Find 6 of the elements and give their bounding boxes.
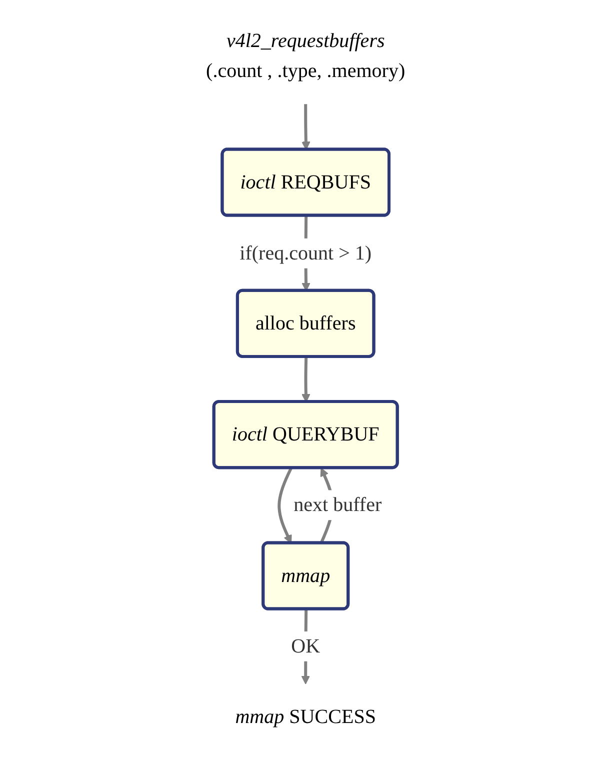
node-text: v4l2_requestbuffers (.count , .type, .memory) — [206, 30, 406, 82]
edge-label: OK — [291, 635, 320, 658]
edge-label: if(req.count > 1) — [240, 242, 372, 264]
arrow — [301, 356, 310, 402]
node-text: mmap SUCCESS — [235, 706, 376, 728]
edge-label: next buffer — [294, 494, 382, 516]
